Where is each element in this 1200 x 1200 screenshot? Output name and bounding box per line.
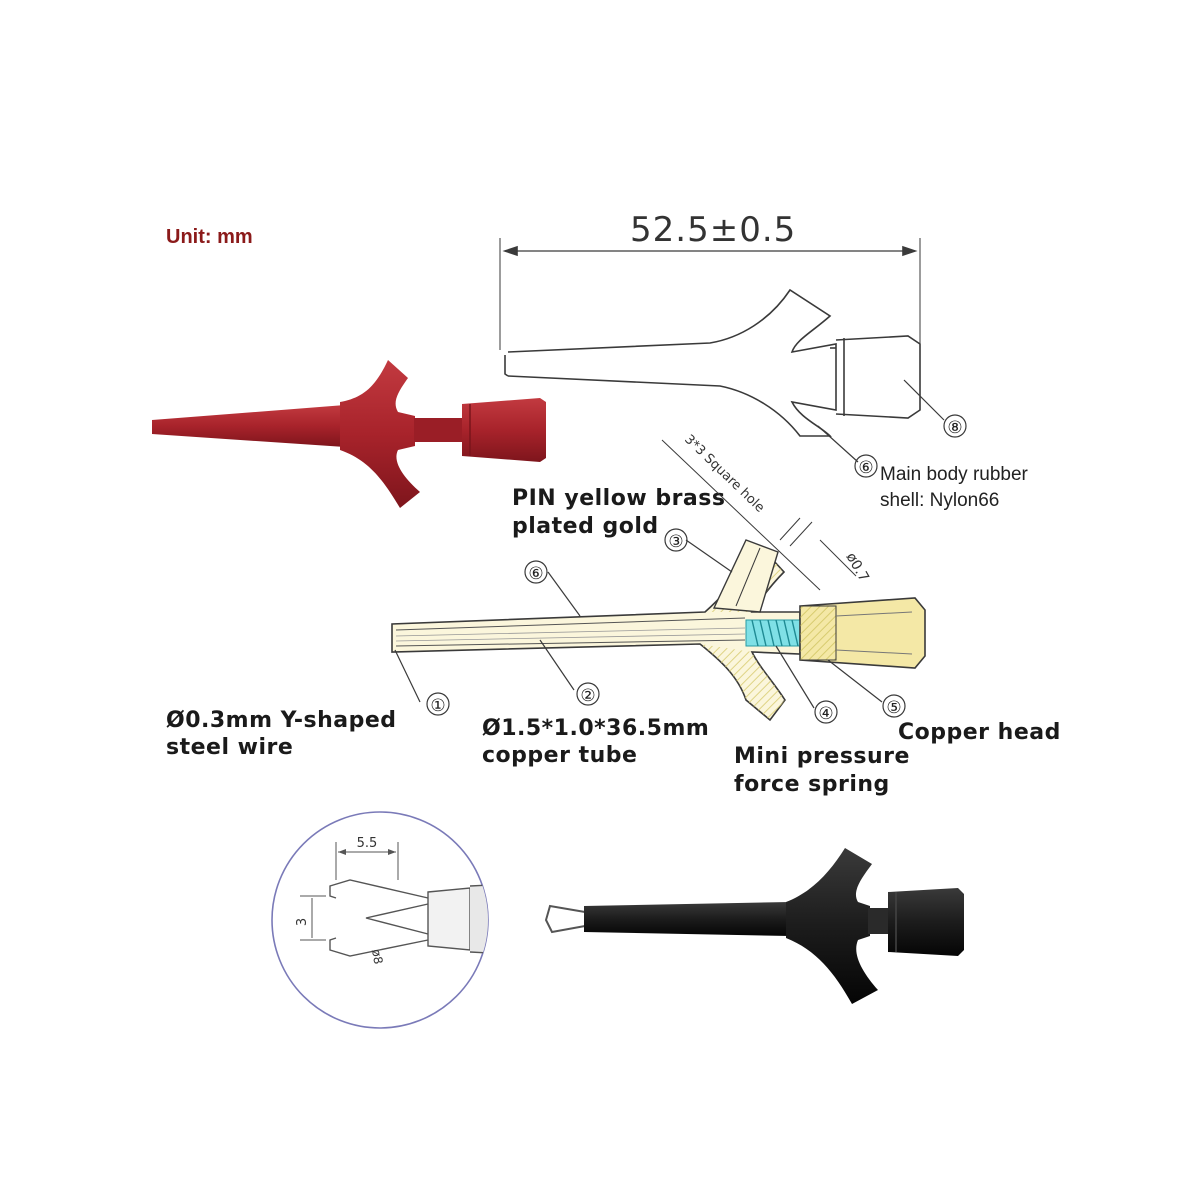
unit-label: Unit: mm [166, 226, 253, 248]
callout-6: ⑥ [528, 564, 543, 584]
label-steel-wire-line1: Ø0.3mm Y-shaped [166, 708, 397, 733]
label-copper-tube-line1: Ø1.5*1.0*36.5mm [482, 716, 710, 741]
callout-8: ⑧ [947, 418, 962, 438]
overall-length-dimension: 52.5±0.5 [630, 210, 797, 250]
callout-2: ② [580, 686, 595, 706]
top-callouts [817, 379, 967, 478]
label-copper-head: Copper head [898, 720, 1061, 745]
black-probe-photo [544, 848, 964, 1004]
top-outline-drawing [499, 238, 921, 437]
label-pin-line2: plated gold [512, 514, 659, 539]
label-copper-tube-line2: copper tube [482, 743, 638, 768]
label-spring-line1: Mini pressure [734, 744, 910, 769]
callout-6-top: ⑥ [858, 458, 873, 478]
detail-height-dimension: 3 [295, 918, 310, 926]
label-main-body-line1: Main body rubber [880, 464, 1028, 485]
square-hole-dimension: 3*3 Square hole [681, 432, 767, 516]
cross-section-callouts [394, 528, 906, 724]
callout-1: ① [430, 696, 445, 716]
callout-5: ⑤ [886, 698, 901, 718]
cross-section-drawing [391, 439, 926, 722]
hook-detail-circle [271, 811, 489, 1029]
red-probe-photo [152, 360, 546, 508]
detail-width-dimension: 5.5 [357, 836, 378, 851]
label-steel-wire-line2: steel wire [166, 735, 294, 760]
callout-3: ③ [668, 532, 683, 552]
label-spring-line2: force spring [734, 772, 890, 797]
detail-diameter-dimension: ø8 [369, 948, 385, 965]
callout-4: ④ [818, 704, 833, 724]
label-main-body-line2: shell: Nylon66 [880, 490, 1000, 511]
label-pin-line1: PIN yellow brass [512, 486, 726, 511]
